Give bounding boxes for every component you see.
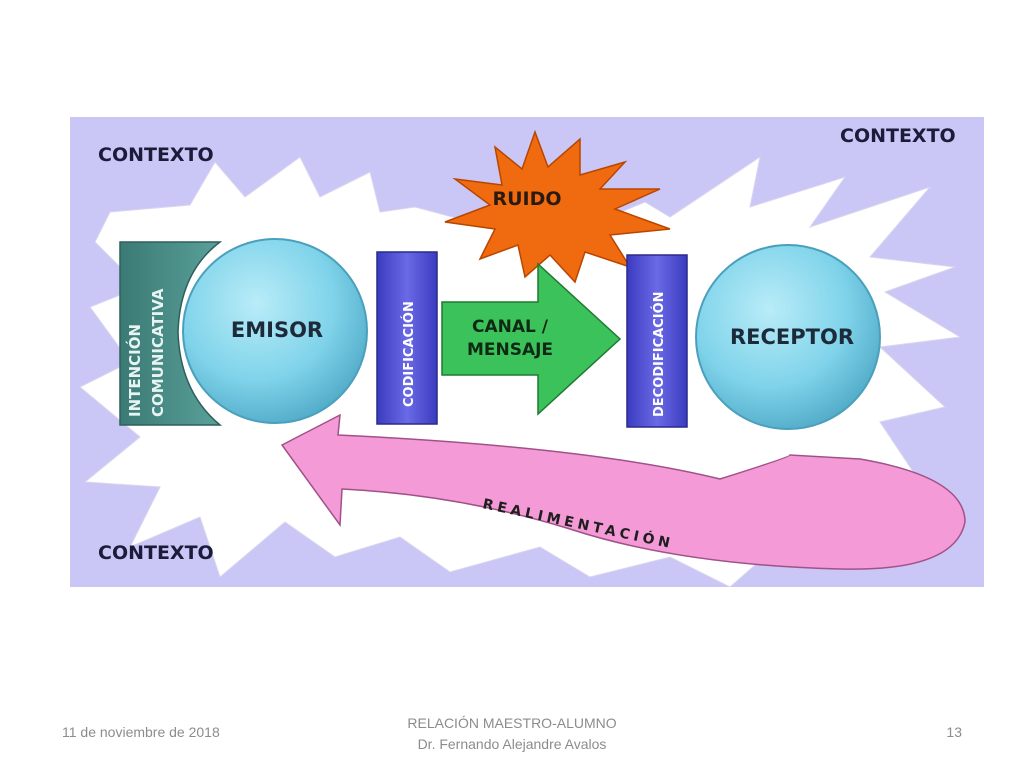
footer-title-block: RELACIÓN MAESTRO-ALUMNO Dr. Fernando Ale… — [362, 713, 662, 755]
intention-label: INTENCIÓN COMUNICATIVA — [125, 288, 167, 417]
svg-text:INTENCIÓN: INTENCIÓN — [125, 324, 144, 417]
page-number: 13 — [946, 724, 962, 740]
channel-label-line1: CANAL / — [472, 317, 549, 337]
svg-text:COMUNICATIVA: COMUNICATIVA — [149, 288, 167, 417]
channel-arrow — [441, 262, 622, 416]
footer-title: RELACIÓN MAESTRO-ALUMNO — [407, 715, 617, 731]
context-label-top-right: CONTEXTO — [840, 125, 956, 147]
channel-label-line2: MENSAJE — [467, 340, 553, 360]
decoding-label: DECODIFICACIÓN — [651, 291, 667, 417]
footer-date: 11 de noviembre de 2018 — [62, 724, 220, 740]
context-label-bottom-left: CONTEXTO — [98, 542, 214, 564]
decoding-bar — [626, 254, 688, 428]
sender-circle — [182, 238, 368, 424]
receiver-circle — [695, 244, 881, 430]
sender-label: EMISOR — [231, 318, 323, 342]
receiver-label: RECEPTOR — [730, 325, 854, 349]
intention-block — [119, 241, 223, 426]
communication-diagram: RUIDO INTENCIÓN COMUNICATIVA EMISOR CODI… — [70, 117, 984, 587]
encoding-bar — [376, 251, 438, 425]
noise-starburst — [444, 129, 671, 284]
footer-author: Dr. Fernando Alejandre Avalos — [417, 736, 607, 752]
feedback-arrow — [280, 413, 966, 570]
encoding-label: CODIFICACIÓN — [401, 301, 417, 407]
context-label-top-left: CONTEXTO — [98, 144, 214, 166]
noise-label: RUIDO — [492, 188, 561, 210]
